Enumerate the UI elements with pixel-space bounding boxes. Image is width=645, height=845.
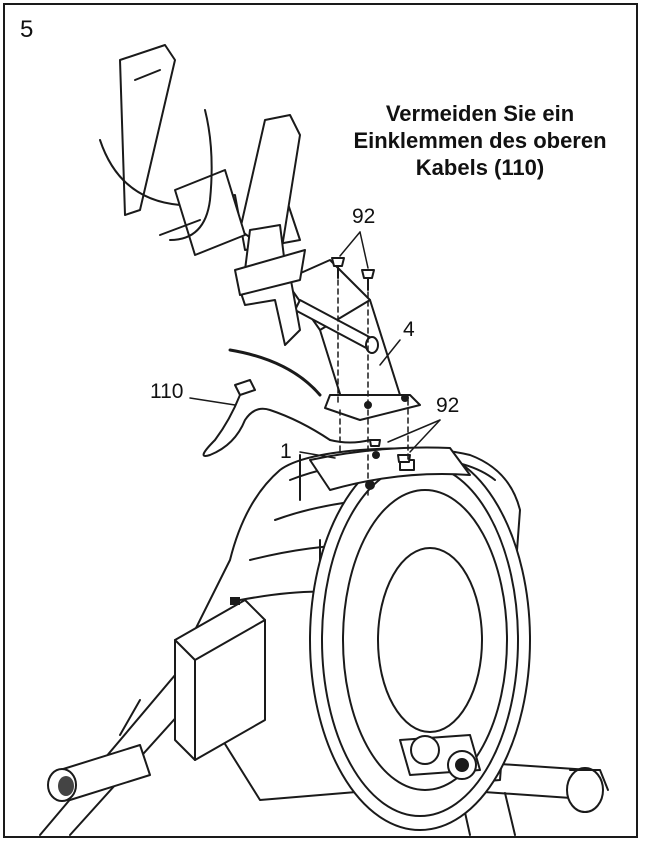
leader-lines <box>189 231 441 459</box>
screw-92-top <box>331 257 375 291</box>
caution-line-1: Vermeiden Sie ein <box>385 101 575 126</box>
handlebar-assembly <box>99 44 306 296</box>
callout-92-bottom: 92 <box>436 394 460 417</box>
caution-line-3: Kabels (110) <box>415 155 545 180</box>
callout-1: 1 <box>280 440 292 463</box>
upper-cable <box>169 109 371 457</box>
step-number: 5 <box>20 16 34 43</box>
side-cover <box>174 597 266 761</box>
page-frame <box>3 3 638 838</box>
callout-4: 4 <box>403 318 415 341</box>
flywheel-cover <box>309 449 531 831</box>
stabilizer-left <box>47 744 151 802</box>
caution-line-2: Einklemmen des oberen <box>353 128 607 153</box>
callout-110: 110 <box>150 380 184 403</box>
crank-arm <box>399 734 481 780</box>
caution-note: Vermeiden Sie ein Einklemmen des oberen … <box>330 100 630 181</box>
callout-92-top: 92 <box>352 205 376 228</box>
console-plate <box>159 169 246 256</box>
alignment-guides <box>337 279 409 496</box>
screw-92-bottom <box>369 439 411 463</box>
